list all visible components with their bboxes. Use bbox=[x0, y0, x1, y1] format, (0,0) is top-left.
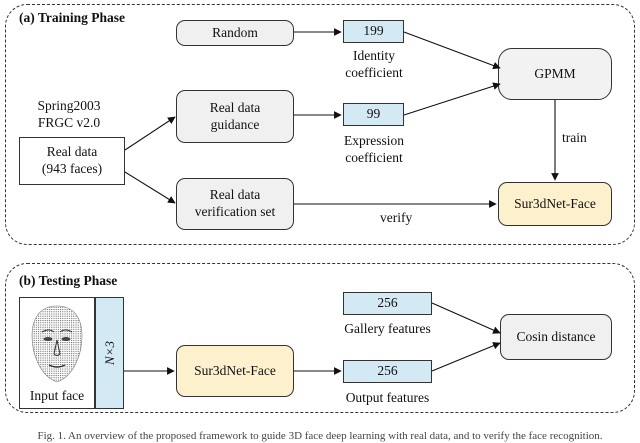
real-data-line-1: Real data bbox=[46, 144, 98, 160]
output-value: 256 bbox=[377, 363, 398, 379]
identity-label-line-2: coefficient bbox=[345, 64, 403, 80]
arrow-realdata-to-guidance bbox=[124, 116, 176, 151]
sur3dnet-face-training-node: Sur3dNet-Face bbox=[498, 182, 612, 226]
arrow-realdata-to-verification bbox=[124, 171, 176, 204]
real-data-node: Real data (943 faces) bbox=[19, 137, 125, 185]
identity-label-line-1: Identity bbox=[353, 48, 395, 63]
train-label: train bbox=[562, 130, 587, 145]
output-features-box: 256 bbox=[343, 360, 432, 383]
expression-label-line-2: coefficient bbox=[345, 149, 403, 165]
random-node: Random bbox=[176, 20, 294, 46]
training-phase-title: (a) Training Phase bbox=[19, 10, 126, 25]
point-cloud-shape-box: N×3 bbox=[95, 297, 124, 409]
identity-coefficient-box: 199 bbox=[343, 20, 404, 43]
gpmm-label: GPMM bbox=[534, 65, 576, 81]
training-phase-panel bbox=[5, 4, 635, 245]
cosin-distance-label: Cosin distance bbox=[516, 328, 596, 344]
expression-label-line-1: Expression bbox=[344, 133, 404, 148]
real-data-verification-node: Real data verification set bbox=[176, 178, 294, 230]
dataset-spring2003: Spring2003 bbox=[37, 98, 101, 113]
sur3dnet-face-training-label: Sur3dNet-Face bbox=[514, 195, 596, 211]
arrow-identity-to-gpmm bbox=[403, 31, 501, 70]
random-label: Random bbox=[212, 24, 258, 40]
input-face-box: Input face bbox=[19, 297, 95, 409]
gallery-value: 256 bbox=[377, 295, 398, 311]
cosin-distance-node: Cosin distance bbox=[500, 314, 612, 360]
expression-coefficient-label: Expression coefficient bbox=[329, 133, 419, 167]
verification-line-2: verification set bbox=[194, 204, 276, 219]
figure-caption: Fig. 1. An overview of the proposed fram… bbox=[37, 430, 603, 442]
gpmm-node: GPMM bbox=[498, 48, 612, 100]
output-features-label: Output features bbox=[345, 390, 430, 405]
sur3dnet-face-testing-node: Sur3dNet-Face bbox=[176, 345, 294, 397]
arrow-output-to-distance bbox=[431, 342, 501, 372]
identity-value: 199 bbox=[363, 23, 384, 39]
dataset-frgc: FRGC v2.0 bbox=[37, 114, 101, 130]
datasets-label: Spring2003 FRGC v2.0 bbox=[22, 98, 116, 132]
testing-phase-panel bbox=[5, 263, 635, 413]
guidance-line-1: Real data bbox=[209, 99, 261, 115]
guidance-line-2: guidance bbox=[210, 116, 260, 132]
real-data-line-2: (943 faces) bbox=[41, 161, 103, 176]
testing-phase-title: (b) Testing Phase bbox=[19, 273, 118, 288]
face-point-cloud-image bbox=[31, 305, 83, 383]
identity-coefficient-label: Identity coefficient bbox=[334, 48, 414, 82]
verification-line-1: Real data bbox=[209, 187, 261, 203]
gallery-features-label: Gallery features bbox=[344, 321, 431, 336]
arrow-expression-to-gpmm bbox=[403, 82, 501, 116]
real-data-guidance-node: Real data guidance bbox=[176, 90, 294, 143]
expression-value: 99 bbox=[366, 106, 381, 122]
input-face-label: Input face bbox=[29, 388, 85, 403]
verify-label: verify bbox=[380, 210, 413, 225]
arrow-gallery-to-distance bbox=[431, 302, 501, 334]
sur3dnet-face-testing-label: Sur3dNet-Face bbox=[194, 362, 276, 378]
gallery-features-box: 256 bbox=[343, 292, 432, 315]
expression-coefficient-box: 99 bbox=[343, 103, 404, 126]
